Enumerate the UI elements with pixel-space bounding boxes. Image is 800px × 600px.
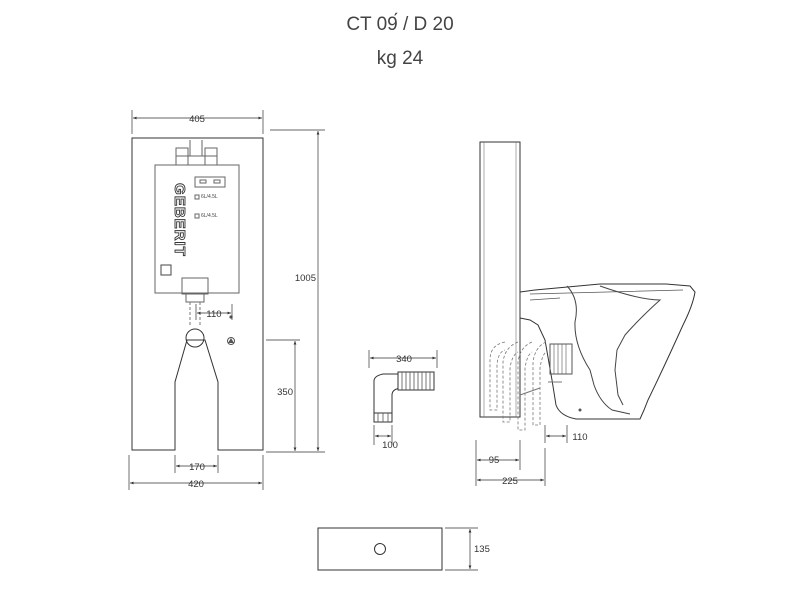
dim-95: 95 [489, 455, 500, 466]
front-view [131, 137, 264, 451]
frame-outline [131, 137, 264, 451]
plan-view [317, 527, 443, 571]
geberit-logo: GEBERIT [171, 183, 188, 257]
dim-225: 225 [502, 476, 518, 487]
plan-rectangle [317, 527, 443, 571]
front-dimension-lines [128, 110, 325, 490]
dim-1005: 1005 [295, 273, 316, 284]
dim-405: 405 [189, 114, 205, 125]
plan-hole [374, 543, 386, 555]
plan-dimension-lines [445, 527, 478, 571]
drain-hole [185, 328, 205, 348]
pipe-bend-detail [373, 371, 435, 423]
side-dimension-lines [475, 425, 568, 486]
dim-170: 170 [189, 462, 205, 473]
dim-110-front: 110 [206, 309, 221, 320]
frame-column-side [479, 141, 521, 418]
dim-350: 350 [277, 387, 293, 398]
toilet-bowl-outline [519, 283, 696, 420]
flush-label-small: 6L/4.5L [201, 213, 218, 219]
flush-label-large: 6L/4.5L [201, 194, 218, 200]
model-title: CT 09́ / D 20 [346, 14, 454, 35]
dim-110-side: 110 [572, 432, 587, 443]
dim-135: 135 [474, 544, 490, 555]
dim-420: 420 [188, 479, 204, 490]
weight-label: kg 24 [376, 48, 424, 69]
cistern-box [154, 164, 240, 294]
dim-100: 100 [382, 440, 398, 451]
bend-dimension-lines [368, 350, 438, 445]
side-view [479, 141, 696, 431]
dim-340: 340 [396, 354, 412, 365]
